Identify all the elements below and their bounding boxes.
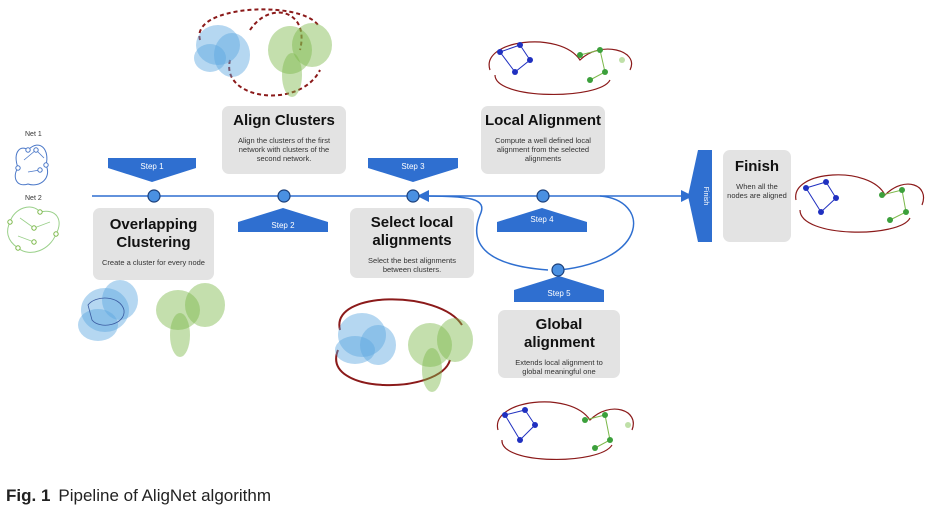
align-clusters-illustration (194, 8, 332, 97)
step5-description: Extends local alignment to global meanin… (515, 358, 603, 376)
feedback-loop-arrow (417, 190, 549, 271)
finish-title: Finish (734, 158, 780, 175)
step1-badge: Step 1 (108, 158, 196, 182)
step3-card: Select local alignments Select the best … (350, 208, 474, 278)
pipeline-diagram: Step 1 Step 3 Step 2 Step 4 Step 5 Finis… (7, 8, 925, 461)
step1-description: Create a cluster for every node (102, 258, 205, 267)
overlapping-clusters-illustration (78, 280, 225, 357)
caption-text: Pipeline of AligNet algorithm (58, 486, 272, 505)
svg-text:Finish: Finish (702, 187, 709, 206)
step4-to-step5-connector (559, 195, 635, 271)
step5-badge: Step 5 (514, 276, 604, 302)
local-alignment-illustration (488, 41, 633, 96)
step3-description: Select the best alignments between clust… (368, 256, 456, 274)
finish-illustration (795, 174, 925, 233)
svg-text:Step 3: Step 3 (401, 162, 425, 171)
step1-card: Overlapping Clustering Create a cluster … (93, 208, 214, 280)
figure-caption: Fig. 1 Pipeline of AligNet algorithm (6, 486, 271, 506)
net2-network (7, 206, 60, 253)
step4-title: Local Alignment (484, 112, 602, 129)
step5-card: Global alignment Extends local alignment… (498, 310, 620, 378)
step5-title: Global alignment (524, 316, 595, 351)
step1-title: Overlapping Clustering (109, 216, 198, 251)
step5-node (551, 263, 565, 277)
step3-node (406, 189, 420, 203)
caption-label: Fig. 1 (6, 486, 51, 505)
step4-card: Local Alignment Compute a well defined l… (481, 106, 605, 174)
svg-text:Step 1: Step 1 (140, 162, 164, 171)
step2-title: Align Clusters (233, 112, 335, 129)
svg-text:Step 5: Step 5 (547, 289, 571, 298)
step1-node (147, 189, 161, 203)
step4-description: Compute a well defined local alignment f… (495, 136, 591, 163)
step2-badge: Step 2 (238, 208, 328, 232)
finish-card: Finish When all the nodes are aligned (723, 150, 791, 242)
step2-node (277, 189, 291, 203)
step3-title: Select local alignments (370, 214, 454, 249)
svg-text:Step 2: Step 2 (271, 221, 295, 230)
net1-label: Net 1 (25, 131, 42, 138)
step4-node (536, 189, 550, 203)
step3-badge: Step 3 (368, 158, 458, 182)
svg-text:Step 4: Step 4 (530, 215, 554, 224)
net2-label: Net 2 (25, 195, 42, 202)
select-local-alignments-illustration (335, 298, 473, 392)
step2-description: Align the clusters of the first network … (237, 136, 331, 163)
finish-badge: Finish (688, 150, 712, 242)
global-alignment-illustration (497, 401, 634, 461)
finish-description: When all the nodes are aligned (727, 182, 787, 200)
step2-card: Align Clusters Align the clusters of the… (222, 106, 346, 174)
step4-badge: Step 4 (497, 208, 587, 232)
net1-network (14, 144, 49, 186)
